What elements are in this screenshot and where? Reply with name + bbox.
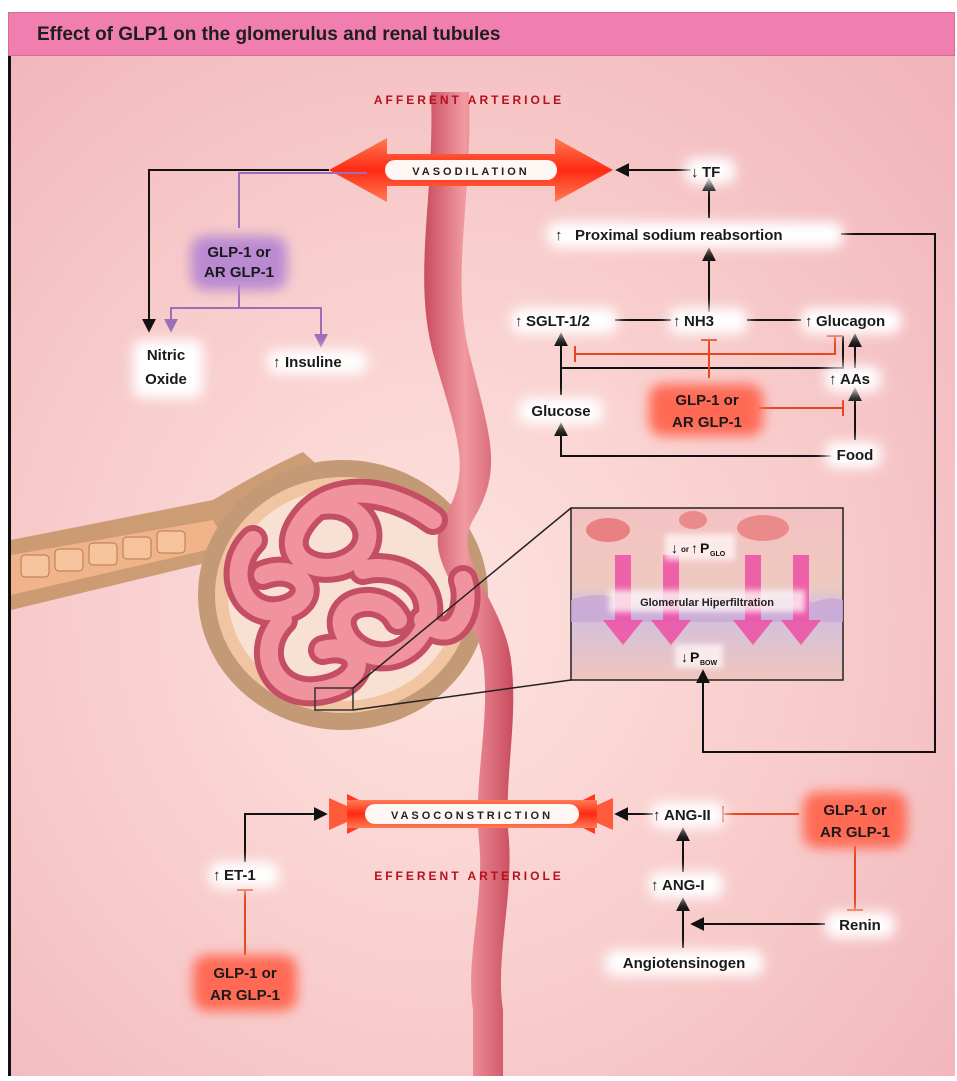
diagram-canvas: Glomerular Hiperfiltration ↓ or ↑ P GLO … <box>11 56 955 1076</box>
glucagon-label: Glucagon <box>816 313 885 330</box>
et1-up-arrow: ↑ <box>213 867 221 884</box>
vasodilation-label: VASODILATION <box>412 166 529 178</box>
glp1-right-line1: GLP-1 or <box>823 802 887 819</box>
nitric-oxide-line2: Oxide <box>145 371 187 388</box>
sglt-label: SGLT-1/2 <box>526 313 590 330</box>
hiperfiltration-label: Glomerular Hiperfiltration <box>640 597 774 609</box>
glp1-center-line2: AR GLP-1 <box>672 414 742 431</box>
insuline-label: Insuline <box>285 354 342 371</box>
glp1-bottom-left-line2: AR GLP-1 <box>210 987 280 1004</box>
insuline-up-arrow: ↑ <box>273 354 281 371</box>
food-label: Food <box>837 447 874 464</box>
svg-text:BOW: BOW <box>700 660 718 667</box>
svg-text:GLO: GLO <box>710 551 726 558</box>
svg-text:↑: ↑ <box>691 540 698 556</box>
glucagon-up-arrow: ↑ <box>805 313 813 330</box>
efferent-arteriole-label: EFFERENT ARTERIOLE <box>374 869 564 883</box>
glp1-purple-line1: GLP-1 or <box>207 244 271 261</box>
tf-label: TF <box>702 164 720 181</box>
ang2-label: ANG-II <box>664 807 711 824</box>
ang2-up-arrow: ↑ <box>653 807 661 824</box>
nh3-up-arrow: ↑ <box>673 313 681 330</box>
glp1-center-line1: GLP-1 or <box>675 392 739 409</box>
afferent-arteriole-label: AFFERENT ARTERIOLE <box>374 93 564 107</box>
figure-title: Effect of GLP1 on the glomerulus and ren… <box>37 24 500 46</box>
glp1-purple-line2: AR GLP-1 <box>204 264 274 281</box>
proximal-up-arrow: ↑ <box>555 227 563 244</box>
title-bar: Effect of GLP1 on the glomerulus and ren… <box>8 12 955 56</box>
svg-text:P: P <box>700 540 709 556</box>
vasoconstriction-label: VASOCONSTRICTION <box>391 810 553 822</box>
glp1-bottom-left-line1: GLP-1 or <box>213 965 277 982</box>
renin-label: Renin <box>839 917 881 934</box>
glp1-right-line2: AR GLP-1 <box>820 824 890 841</box>
aas-up-arrow: ↑ <box>829 371 837 388</box>
et1-label: ET-1 <box>224 867 256 884</box>
sglt-up-arrow: ↑ <box>515 313 523 330</box>
vasoconstriction-arrow: VASOCONSTRICTION <box>329 794 613 834</box>
ang1-up-arrow: ↑ <box>651 877 659 894</box>
hiperfiltration-zoom-panel: Glomerular Hiperfiltration ↓ or ↑ P GLO … <box>571 508 843 680</box>
angiotensinogen-label: Angiotensinogen <box>623 955 746 972</box>
proximal-label: Proximal sodium reabsortion <box>575 227 783 244</box>
svg-text:↓: ↓ <box>681 649 688 665</box>
glucose-label: Glucose <box>531 403 590 420</box>
svg-text:P: P <box>690 649 699 665</box>
aas-label: AAs <box>840 371 870 388</box>
svg-text:or: or <box>681 545 689 554</box>
tf-down-arrow: ↓ <box>691 164 699 181</box>
ang1-label: ANG-I <box>662 877 705 894</box>
svg-text:↓: ↓ <box>671 540 678 556</box>
diagram-area: Glomerular Hiperfiltration ↓ or ↑ P GLO … <box>8 56 955 1076</box>
nh3-label: NH3 <box>684 313 714 330</box>
nitric-oxide-line1: Nitric <box>147 347 185 364</box>
